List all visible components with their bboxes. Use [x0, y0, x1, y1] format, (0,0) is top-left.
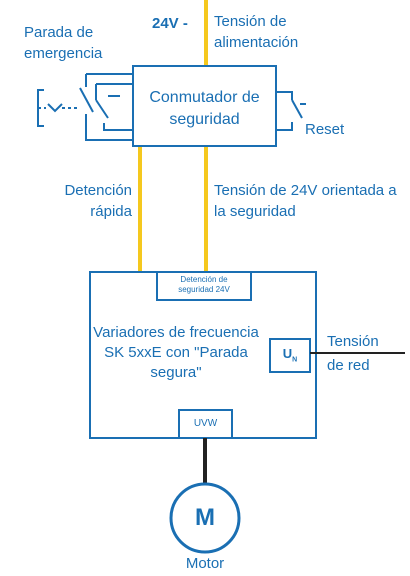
safe-stop-line2: seguridad 24V [178, 285, 230, 294]
motor-label: Motor [185, 555, 225, 572]
un-sub: N [292, 356, 298, 364]
emergency-stop-contact [37, 66, 134, 146]
motor-symbol [169, 482, 241, 554]
emergency-label-line2: emergencia [24, 45, 103, 62]
quick-stop-label-line2: rápida [90, 203, 132, 220]
safety-switch-line2: seguridad [169, 111, 240, 128]
inner-contact [95, 83, 133, 131]
safety-switch-title: Conmutador de seguridad [133, 87, 276, 131]
uvw-label: UVW [193, 418, 218, 429]
quick-stop-label-line1: Detención [64, 182, 132, 199]
safety-switch-box [132, 65, 277, 147]
safety-switch-line1: Conmutador de [149, 89, 260, 106]
safety-voltage-label-line1: Tensión de 24V orientada a [214, 182, 397, 199]
mains-label-line1: Tensión [327, 333, 379, 350]
drive-title: Variadores de frecuencia SK 5xxE con "Pa… [88, 323, 264, 383]
reset-contact [276, 91, 306, 131]
motor-letter: M [195, 504, 215, 531]
un-main: U [282, 346, 293, 361]
supply-label-line1: Tensión de [214, 13, 287, 30]
mains-label-line2: de red [327, 357, 370, 374]
voltage-label: 24V - [152, 15, 188, 32]
un-label: UN [270, 345, 310, 370]
drive-line1: Variadores de frecuencia [93, 324, 259, 341]
emergency-label-line1: Parada de [24, 24, 94, 41]
safe-stop-line1: Detención de [180, 275, 228, 284]
drive-line3: segura" [150, 364, 202, 381]
safety-voltage-label-line2: la seguridad [214, 203, 296, 220]
safe-stop-text: Detención de seguridad 24V [157, 275, 251, 295]
supply-label-line2: alimentación [214, 34, 299, 51]
safe-stop-box [156, 271, 252, 301]
reset-label: Reset [305, 121, 345, 138]
drive-line2: SK 5xxE con "Parada [104, 344, 248, 361]
un-box [269, 338, 311, 373]
